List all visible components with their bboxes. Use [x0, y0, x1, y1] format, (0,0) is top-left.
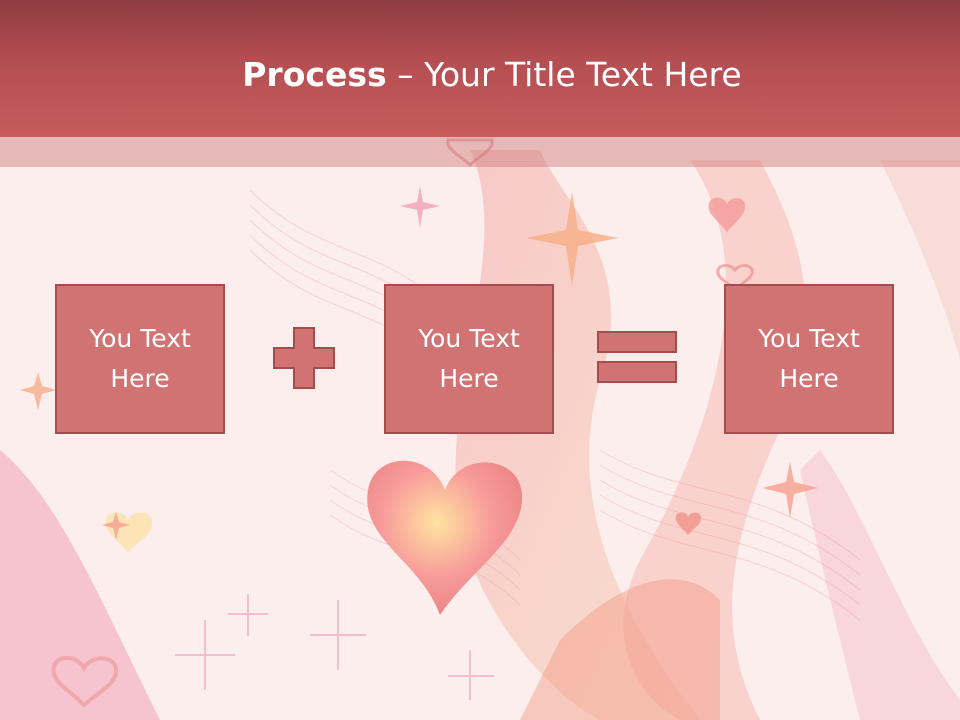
- process-box-1-label: You Text Here: [89, 324, 191, 393]
- title-bar-band: [0, 137, 960, 167]
- process-box-1[interactable]: You Text Here: [55, 284, 225, 434]
- process-box-2-label: You Text Here: [418, 324, 520, 393]
- title-bold: Process: [242, 55, 387, 94]
- title-rest: – Your Title Text Here: [386, 55, 742, 94]
- process-box-3[interactable]: You Text Here: [724, 284, 894, 434]
- plus-icon: [273, 327, 335, 389]
- equals-icon: [597, 331, 677, 383]
- title-bar: [0, 0, 960, 137]
- process-box-2[interactable]: You Text Here: [384, 284, 554, 434]
- process-box-3-label: You Text Here: [758, 324, 860, 393]
- slide-title: Process – Your Title Text Here: [0, 52, 960, 98]
